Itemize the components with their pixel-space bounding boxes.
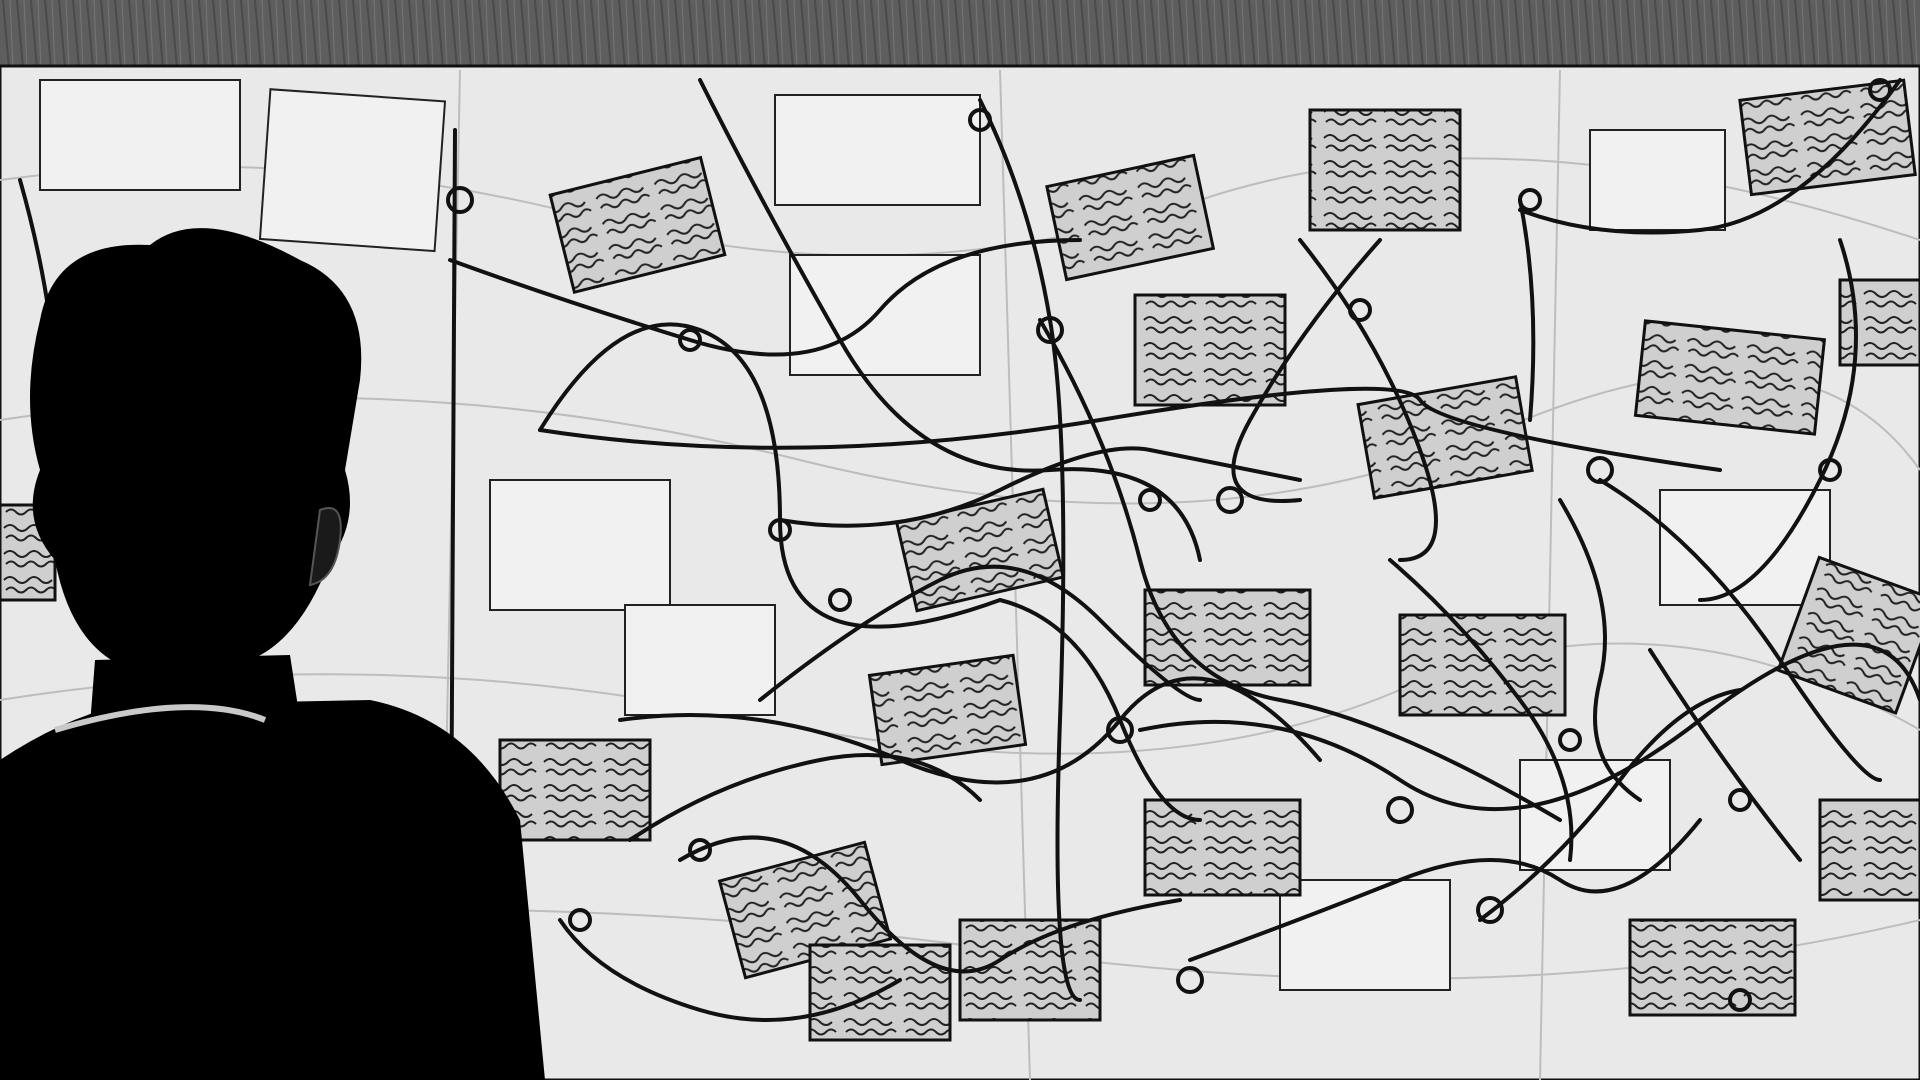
person-ear (308, 507, 342, 587)
person-shoulders (0, 700, 545, 1080)
person-collar (54, 704, 267, 733)
person-neck (90, 655, 300, 725)
person-silhouette (0, 228, 545, 1080)
person-head (30, 228, 362, 665)
blank-notes (39, 79, 1831, 991)
push-pins (446, 78, 1892, 1012)
wooden-wall (0, 0, 1920, 70)
connection-strings (18, 78, 1920, 1062)
